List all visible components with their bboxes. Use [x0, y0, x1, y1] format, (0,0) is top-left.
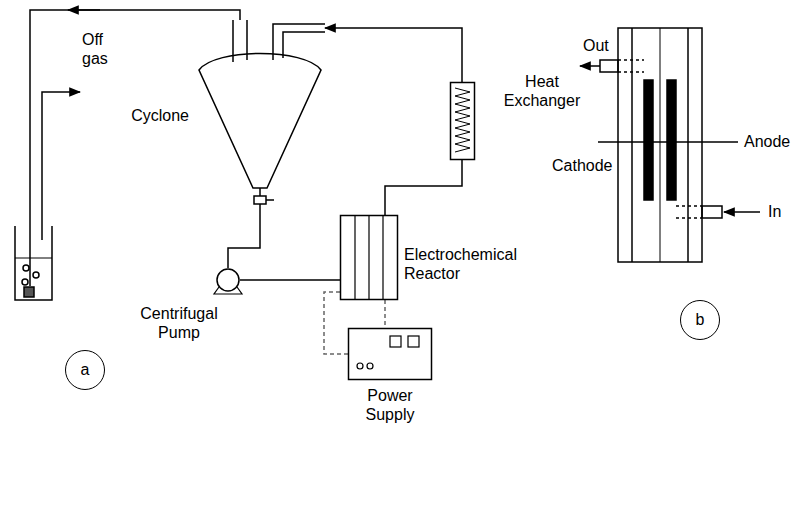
cyclone: Cyclone	[195, 20, 325, 215]
port-label: In	[768, 202, 798, 221]
electrode-label: Anode	[744, 132, 802, 151]
centrifugal-pump: Centrifugal Pump	[216, 268, 240, 292]
node-label: Power Supply	[355, 386, 425, 424]
node-label: Centrifugal Pump	[133, 304, 225, 342]
electrochemical-reactor: Electrochemical Reactor	[340, 215, 398, 300]
node-label: a	[66, 351, 104, 389]
node-label: b	[681, 301, 719, 339]
heat-exchanger-shape	[450, 82, 475, 160]
panel-tag: a	[65, 350, 105, 390]
heat-exchanger: Heat Exchanger	[450, 82, 475, 160]
reactor-cell-section	[580, 28, 760, 262]
process-line	[325, 28, 462, 82]
port-label: Out	[583, 36, 623, 55]
power-lead	[324, 292, 348, 354]
node-label: Heat Exchanger	[492, 72, 592, 110]
absorber-vessel	[15, 92, 80, 300]
process-line	[240, 279, 340, 281]
process-line	[385, 160, 462, 215]
off-gas-line	[30, 10, 240, 286]
stream-label: Off gas	[82, 30, 126, 68]
electrochemical-reactor-shape	[340, 215, 398, 300]
power-supply: Power Supply	[348, 328, 432, 380]
power-lead	[384, 300, 386, 328]
node-label: Electrochemical Reactor	[404, 245, 536, 283]
electrode-label: Cathode	[552, 156, 616, 175]
centrifugal-pump-shape	[216, 268, 240, 292]
power-supply-shape	[348, 328, 432, 380]
node-label: Cyclone	[115, 106, 189, 125]
cyclone-shape	[195, 20, 325, 215]
panel-tag: b	[680, 300, 720, 340]
process-line	[228, 215, 260, 268]
